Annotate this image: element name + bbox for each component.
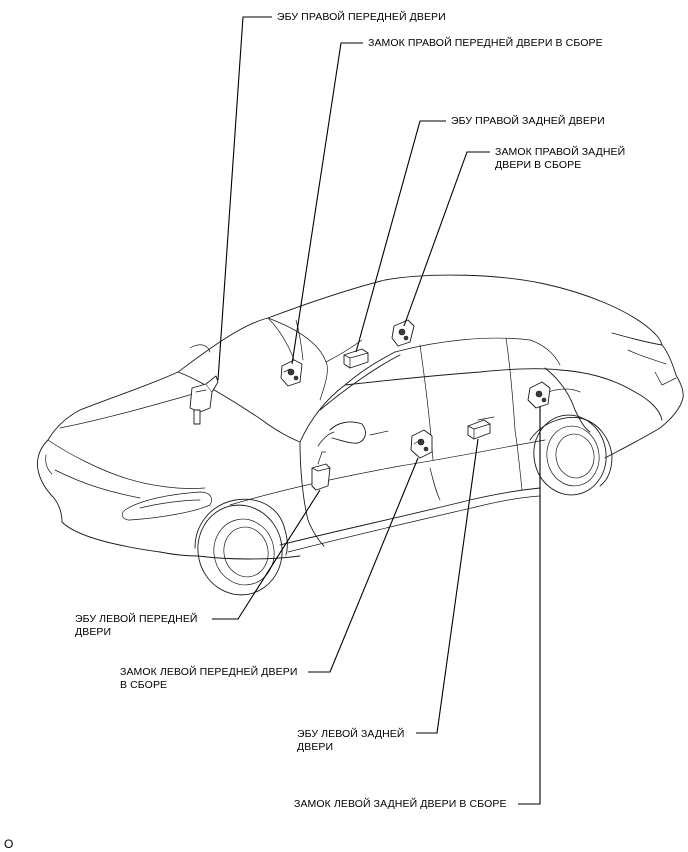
ecu-left-front-door-part <box>311 451 331 491</box>
leader-ecu-right-front <box>217 16 272 381</box>
car-body <box>37 274 684 596</box>
leader-lock-left-rear <box>518 406 541 805</box>
label-lock-right-rear-door: ЗАМОК ПРАВОЙ ЗАДНЕЙ ДВЕРИ В СБОРЕ <box>495 146 626 171</box>
figure-code: O <box>4 837 14 851</box>
ecu-left-rear-door-part <box>467 419 491 440</box>
label-ecu-right-front-door: ЭБУ ПРАВОЙ ПЕРЕДНЕЙ ДВЕРИ <box>277 11 446 23</box>
label-ecu-left-front-door: ЭБУ ЛЕВОЙ ПЕРЕДНЕЙ ДВЕРИ <box>75 613 198 638</box>
leader-ecu-left-rear <box>416 438 479 734</box>
leader-ecu-right-rear <box>355 120 446 353</box>
label-lock-right-front-door: ЗАМОК ПРАВОЙ ПЕРЕДНЕЙ ДВЕРИ В СБОРЕ <box>368 37 603 49</box>
lock-left-front-door-part <box>410 429 433 459</box>
leader-lock-right-rear <box>403 151 490 327</box>
lock-right-front-door-part <box>280 359 303 387</box>
leader-lock-left-front <box>308 457 419 673</box>
leader-lines <box>212 16 541 805</box>
leader-lock-right-front <box>291 42 363 365</box>
label-ecu-right-rear-door: ЭБУ ПРАВОЙ ЗАДНЕЙ ДВЕРИ <box>451 115 605 127</box>
ecu-right-front-door-part <box>189 375 219 425</box>
label-lock-left-front-door: ЗАМОК ЛЕВОЙ ПЕРЕДНЕЙ ДВЕРИ В СБОРЕ <box>120 666 298 691</box>
label-ecu-left-rear-door: ЭБУ ЛЕВОЙ ЗАДНЕЙ ДВЕРИ <box>297 728 405 753</box>
lock-right-rear-door-part <box>391 319 415 347</box>
leader-ecu-left-front <box>212 489 321 620</box>
label-lock-left-rear-door: ЗАМОК ЛЕВОЙ ЗАДНЕЙ ДВЕРИ В СБОРЕ <box>294 798 507 810</box>
lock-left-rear-door-part <box>527 381 551 409</box>
ecu-right-rear-door-part <box>343 348 369 369</box>
